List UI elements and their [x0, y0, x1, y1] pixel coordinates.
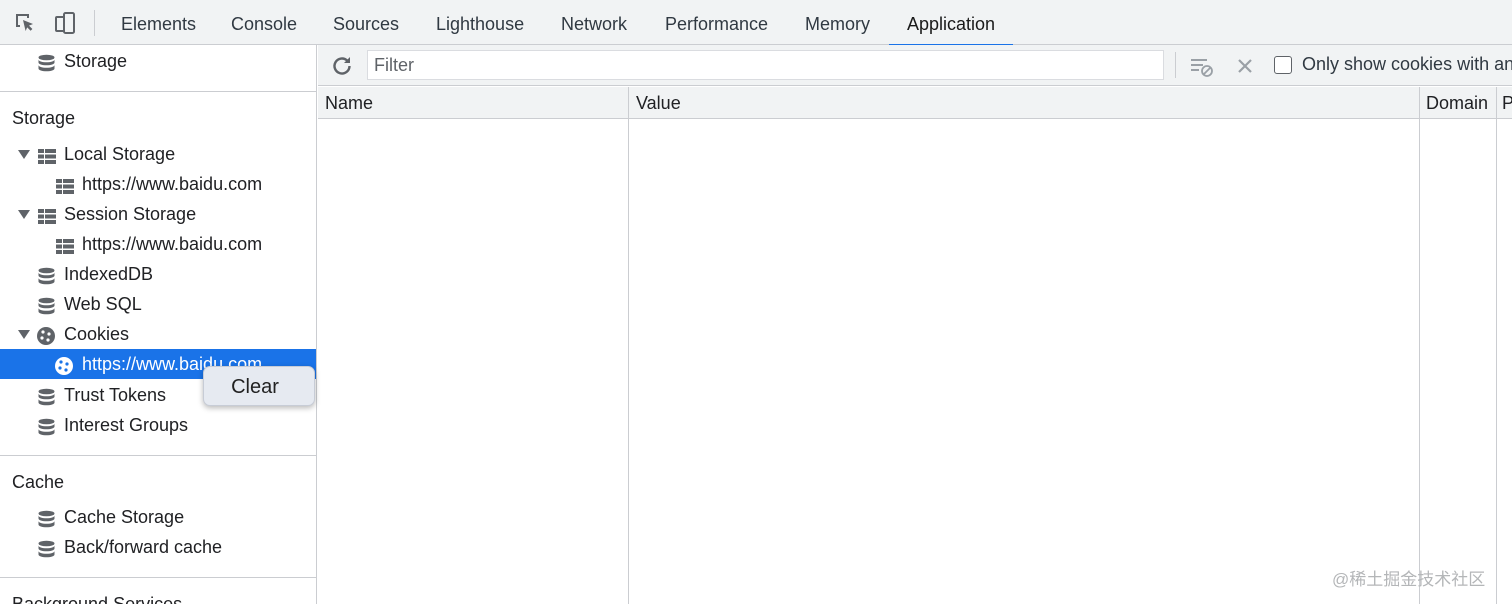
- table-icon: [55, 235, 74, 254]
- close-icon[interactable]: [1233, 54, 1257, 78]
- sidebar-item-local-storage-origin[interactable]: https://www.baidu.com: [0, 169, 316, 199]
- database-icon: [37, 52, 56, 72]
- refresh-icon[interactable]: [330, 54, 354, 78]
- only-show-issues-checkbox[interactable]: [1274, 56, 1292, 74]
- sidebar-item-label: Local Storage: [64, 144, 176, 164]
- sidebar-item-bfcache[interactable]: Back/forward cache: [0, 532, 316, 562]
- cookie-icon: [54, 355, 73, 375]
- expand-arrow-icon[interactable]: [18, 210, 30, 219]
- expand-arrow-icon[interactable]: [18, 150, 30, 159]
- column-header-path[interactable]: P: [1502, 93, 1512, 113]
- database-icon: [37, 386, 56, 406]
- toolbar-separator: [94, 10, 95, 36]
- sidebar-item-label: Cache Storage: [64, 507, 185, 527]
- column-divider: [628, 87, 629, 604]
- application-sidebar: Storage Storage Local Storage https://ww…: [0, 45, 317, 604]
- cookie-toolbar: Only show cookies with an: [318, 45, 1512, 86]
- sidebar-item-indexeddb[interactable]: IndexedDB: [0, 259, 316, 289]
- column-divider: [1496, 87, 1497, 604]
- tab-network[interactable]: Network: [561, 14, 628, 34]
- device-toolbar-icon[interactable]: [53, 11, 77, 35]
- toolbar-separator: [1175, 52, 1176, 78]
- tab-console[interactable]: Console: [231, 14, 298, 34]
- tab-elements[interactable]: Elements: [121, 14, 197, 34]
- database-icon: [37, 295, 56, 315]
- sidebar-item-label: Trust Tokens: [64, 385, 167, 405]
- expand-arrow-icon[interactable]: [18, 330, 30, 339]
- sidebar-item-label: Back/forward cache: [64, 537, 223, 557]
- column-header-value[interactable]: Value: [636, 93, 681, 113]
- sidebar-item-websql[interactable]: Web SQL: [0, 289, 316, 319]
- tab-memory[interactable]: Memory: [805, 14, 871, 34]
- tab-application[interactable]: Application: [888, 0, 1014, 46]
- database-icon: [37, 538, 56, 558]
- sidebar-item-storage-overview[interactable]: Storage: [0, 46, 316, 76]
- column-header-name[interactable]: Name: [325, 93, 374, 113]
- database-icon: [37, 265, 56, 285]
- database-icon: [37, 508, 56, 528]
- cookie-icon: [36, 325, 55, 345]
- column-divider: [1419, 87, 1420, 604]
- sidebar-item-cookies[interactable]: Cookies: [0, 319, 316, 349]
- sidebar-item-cache-storage[interactable]: Cache Storage: [0, 502, 316, 532]
- column-header-domain[interactable]: Domain: [1426, 93, 1489, 113]
- sidebar-item-label: Web SQL: [64, 294, 142, 314]
- sidebar-item-session-storage[interactable]: Session Storage: [0, 199, 316, 229]
- context-menu-clear[interactable]: Clear: [231, 376, 279, 398]
- section-title-background-services: Background Services: [12, 594, 183, 604]
- tab-lighthouse[interactable]: Lighthouse: [436, 14, 525, 34]
- checkbox-label: Only show cookies with an: [1302, 54, 1512, 74]
- context-menu: Clear: [203, 366, 315, 406]
- sidebar-item-label: https://www.baidu.com: [82, 174, 263, 194]
- sidebar-item-label: Interest Groups: [64, 415, 189, 435]
- sidebar-item-label: Cookies: [64, 324, 130, 344]
- section-title-cache: Cache: [12, 472, 65, 492]
- sidebar-item-label: IndexedDB: [64, 264, 154, 284]
- sidebar-item-trust-tokens[interactable]: Trust Tokens: [0, 380, 316, 410]
- section-divider: [0, 455, 316, 456]
- database-icon: [37, 416, 56, 436]
- sidebar-item-label: Session Storage: [64, 204, 197, 224]
- devtools-toolbar: Elements Console Sources Lighthouse Netw…: [0, 0, 1512, 46]
- cookie-table-header: Name Value Domain P: [318, 87, 1512, 119]
- tab-sources[interactable]: Sources: [333, 14, 400, 34]
- filter-input[interactable]: [367, 50, 1164, 80]
- table-icon: [37, 205, 56, 224]
- watermark-text: @稀土掘金技术社区: [1332, 570, 1486, 589]
- sidebar-item-label: https://www.baidu.com: [82, 234, 263, 254]
- tab-performance[interactable]: Performance: [665, 14, 769, 34]
- section-title-storage: Storage: [12, 108, 76, 128]
- sidebar-item-session-storage-origin[interactable]: https://www.baidu.com: [0, 229, 316, 259]
- inspect-element-icon[interactable]: [13, 11, 37, 35]
- table-icon: [55, 175, 74, 194]
- sidebar-item-label: Storage: [64, 51, 128, 71]
- sidebar-item-local-storage[interactable]: Local Storage: [0, 139, 316, 169]
- section-divider: [0, 577, 316, 578]
- section-divider: [0, 91, 316, 92]
- sidebar-item-interest-groups[interactable]: Interest Groups: [0, 410, 316, 440]
- table-icon: [37, 145, 56, 164]
- clear-filtered-icon[interactable]: [1189, 54, 1213, 78]
